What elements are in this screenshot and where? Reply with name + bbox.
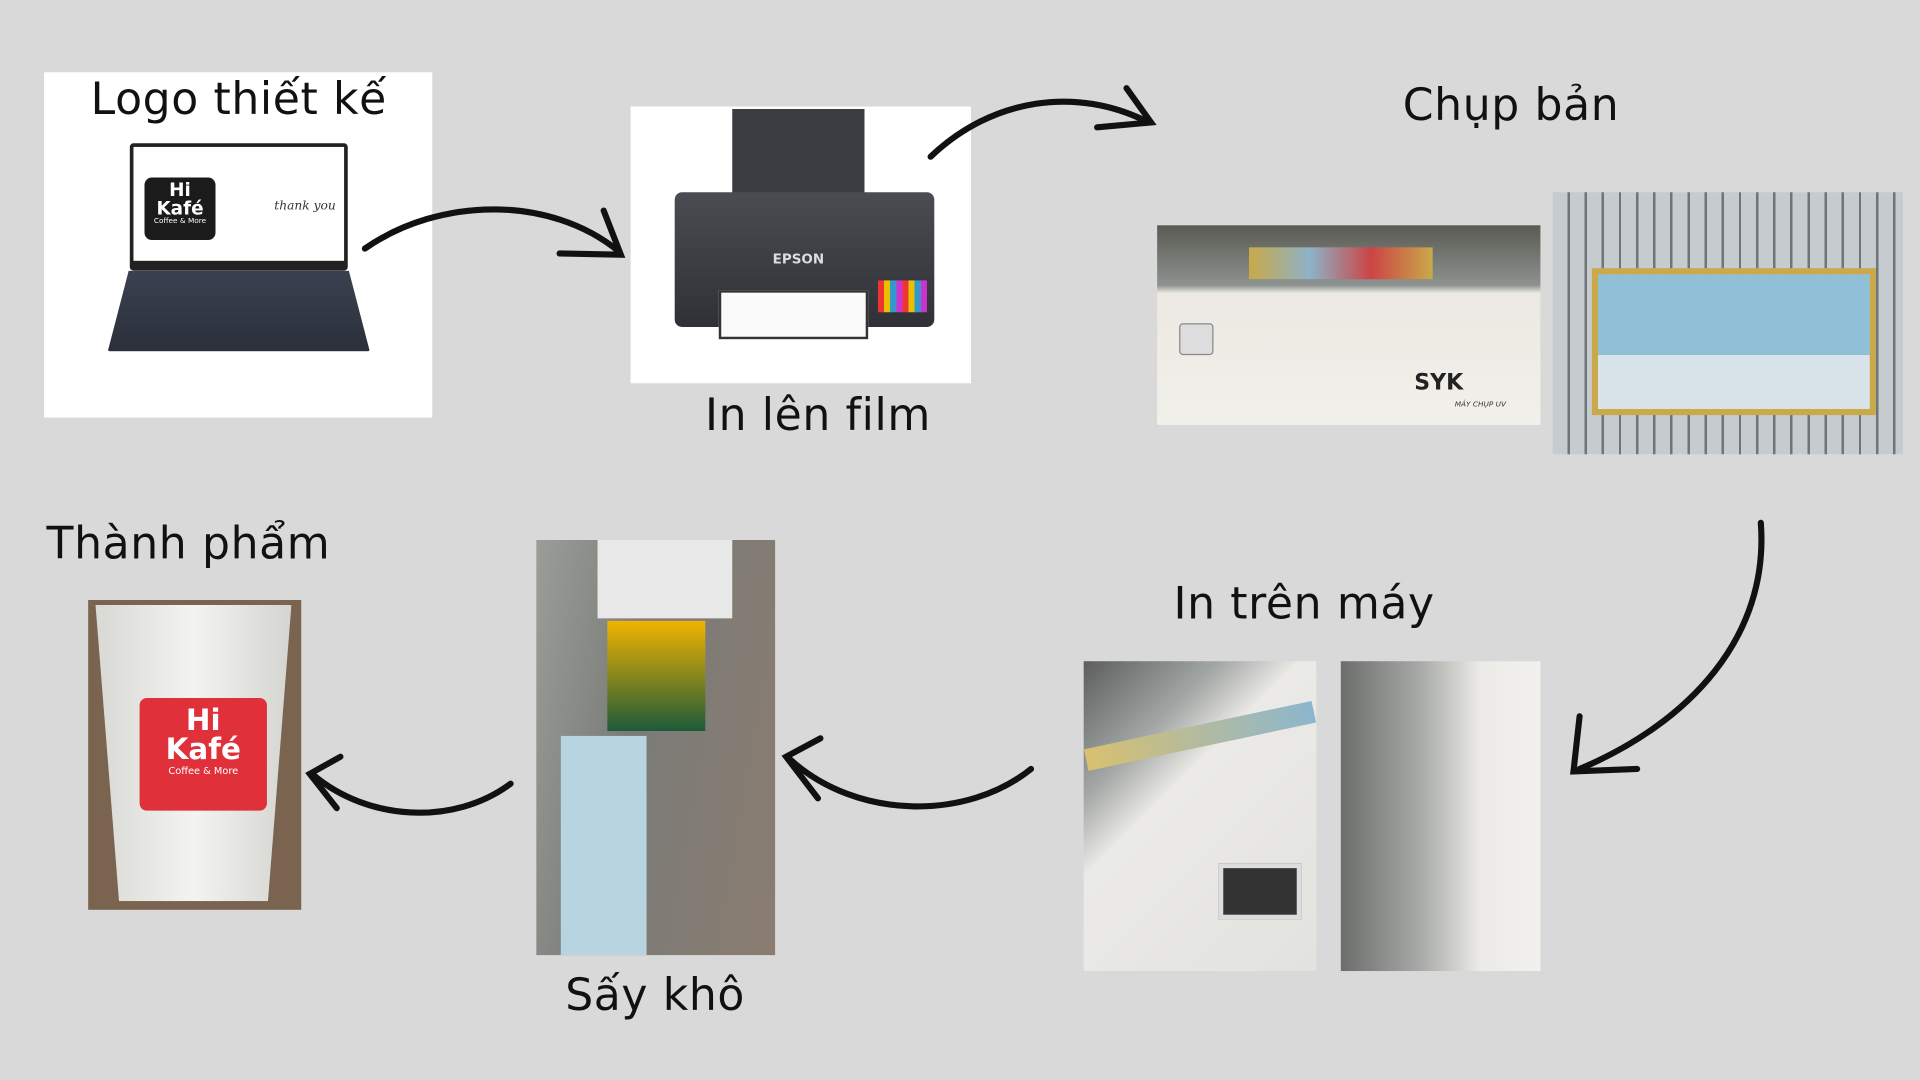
step-label-printing: In trên máy xyxy=(1173,579,1435,630)
arrow-exposure-to-printing xyxy=(1570,519,1765,775)
logo-mark: Hi Kafé Coffee & More xyxy=(144,177,216,241)
exposure-machine-photo: SYK MÁY CHỤP UV xyxy=(1157,225,1541,425)
step-label-exposure: Chụp bản xyxy=(1402,80,1620,132)
step-label-film: In lên film xyxy=(704,390,931,441)
finished-cup-photo: Hi Kafé Coffee & More xyxy=(88,600,302,910)
printer-panel: EPSON xyxy=(630,106,972,384)
step-label-finished: Thành phẩm xyxy=(46,519,331,570)
arrow-printing-to-drying xyxy=(781,735,1035,810)
cup-logo: Hi Kafé Coffee & More xyxy=(139,697,267,811)
step-label-drying: Sấy khô xyxy=(565,971,746,1022)
laptop-keyboard xyxy=(107,270,370,352)
step-label-design: Logo thiết kế xyxy=(90,74,387,125)
printing-machine-photo-1 xyxy=(1083,661,1317,972)
laptop-screen: Hi Kafé Coffee & More thank you xyxy=(129,143,348,271)
arrow-drying-to-finished xyxy=(305,753,514,816)
thanks-text: thank you xyxy=(274,199,336,214)
arrow-film-to-exposure xyxy=(927,85,1157,160)
printing-machine-photo-2 xyxy=(1340,661,1541,972)
screen-frame-photo xyxy=(1552,192,1903,455)
drying-conveyor-photo xyxy=(536,540,776,956)
arrow-design-to-film xyxy=(361,206,626,258)
